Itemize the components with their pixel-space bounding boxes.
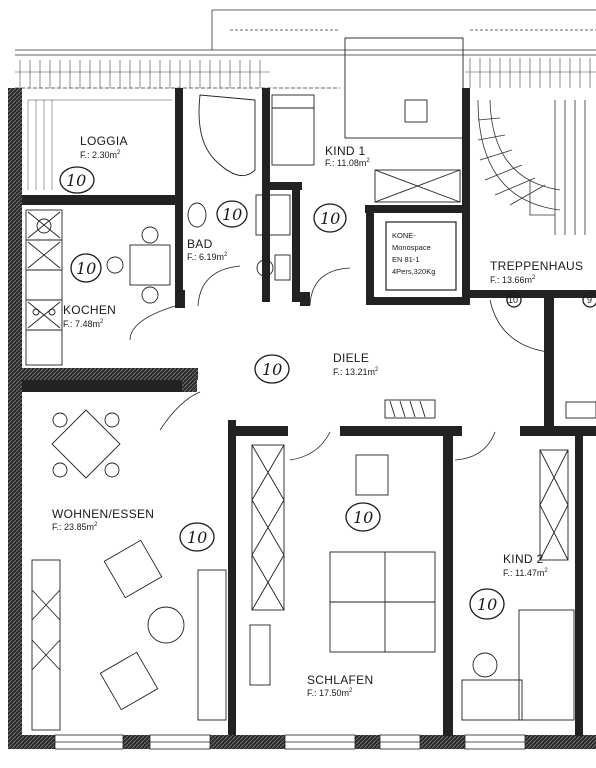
- elevator-line-4: 4Pers,320Kg: [392, 267, 435, 276]
- door-swings: [129, 265, 549, 461]
- marker-loggia: 10: [66, 171, 86, 190]
- room-name-kind2: KIND 2: [503, 552, 544, 566]
- elevator-shaft: [385, 221, 457, 291]
- marker-kind1: 10: [320, 209, 340, 228]
- room-area-bad: F.: 6.19m2: [187, 252, 228, 262]
- roof-tiles: [15, 58, 596, 88]
- kitchen-table: [106, 226, 171, 304]
- marker-bad: 10: [222, 205, 242, 224]
- circled-markers: [59, 166, 596, 620]
- room-area-kind1: F.: 11.08m2: [325, 158, 370, 168]
- marker-wohnen: 10: [187, 528, 207, 547]
- room-area-diele: F.: 13.21m2: [333, 367, 379, 377]
- room-name-loggia: LOGGIA: [80, 134, 128, 148]
- marker-treppenhaus: 10: [508, 295, 518, 305]
- diele-radiators: [384, 399, 596, 419]
- schlafen-furniture: [249, 444, 436, 686]
- room-name-treppenhaus: TREPPENHAUS: [490, 259, 583, 273]
- marker-schlafen: 10: [353, 508, 373, 527]
- windows-bottom: [54, 734, 526, 750]
- marker-kochen: 10: [76, 259, 96, 278]
- interior-walls: [22, 88, 596, 736]
- room-name-schlafen: SCHLAFEN: [307, 673, 373, 687]
- elevator-line-3: EN 81-1: [392, 255, 420, 264]
- room-area-wohnen-essen: F.: 23.85m2: [52, 522, 98, 532]
- marker-diele: 10: [262, 360, 282, 379]
- room-area-treppenhaus: F.: 13.66m2: [490, 275, 536, 285]
- room-name-bad: BAD: [187, 237, 213, 251]
- room-area-kind2: F.: 11.47m2: [503, 568, 548, 578]
- room-name-kind1: KIND 1: [325, 144, 366, 158]
- room-name-diele: DIELE: [333, 351, 369, 365]
- loggia-floor: [27, 99, 172, 190]
- room-area-kochen: F.: 7.48m2: [63, 319, 104, 329]
- wohnen-furniture: [31, 409, 227, 731]
- room-name-wohnen-essen: WOHNEN/ESSEN: [52, 507, 154, 521]
- marker-edge: 9: [587, 295, 592, 305]
- marker-kind2: 10: [477, 595, 497, 614]
- room-name-kochen: KOCHEN: [63, 303, 116, 317]
- kind2-furniture: [461, 449, 575, 721]
- elevator-line-1: KONE-: [392, 231, 416, 240]
- roof-edge: [15, 9, 596, 89]
- bathroom-fixtures: [187, 94, 291, 281]
- room-area-schlafen: F.: 17.50m2: [307, 688, 353, 698]
- kind1-furniture: [271, 37, 464, 203]
- elevator-line-2: Monospace: [392, 243, 431, 252]
- stairwell-stairs: [477, 99, 586, 235]
- kitchen-counter: [25, 209, 63, 366]
- room-area-loggia: F.: 2.30m2: [80, 150, 121, 160]
